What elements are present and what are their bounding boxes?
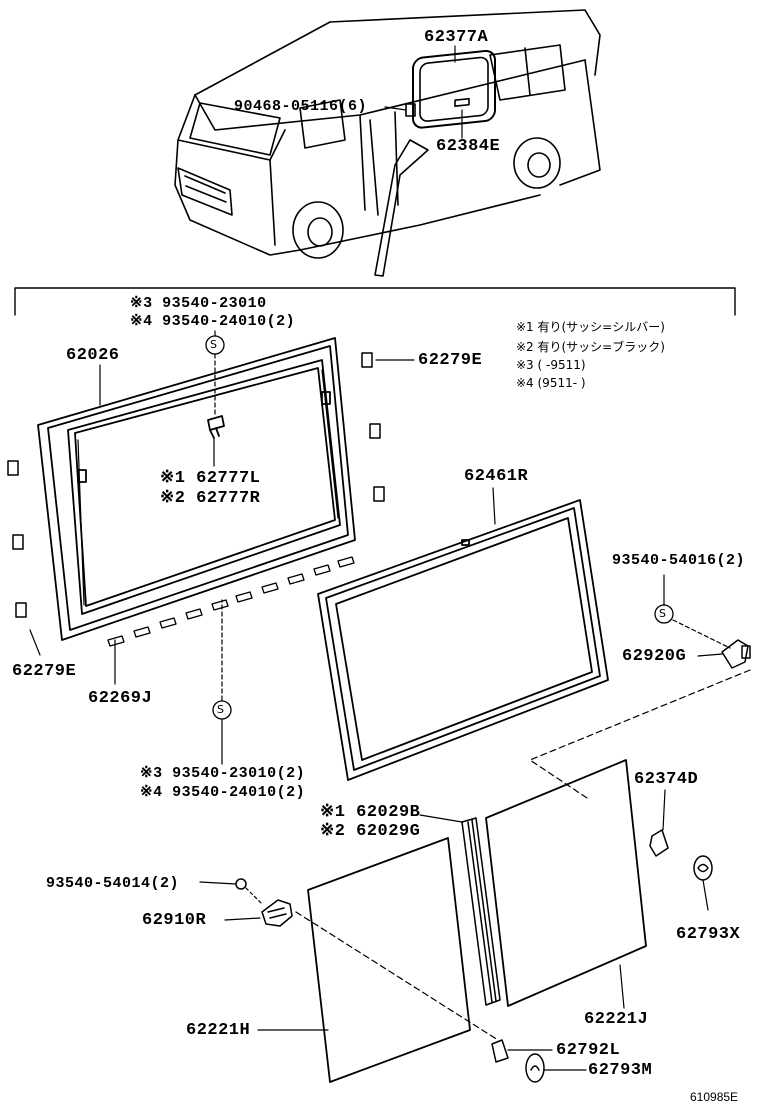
note-2: ※2 有り(サッシ=ブラック) (516, 340, 665, 354)
label-s1-62029B: ※1 62029B (320, 803, 421, 822)
label-93540-54014: 93540-54014(2) (46, 875, 180, 892)
label-s3-93540-23010-top: ※3 93540-23010 (130, 295, 267, 312)
van-leaders (384, 45, 463, 139)
label-s2-62777R: ※2 62777R (160, 489, 261, 508)
detail-bracket (14, 287, 736, 316)
leader-lines (29, 330, 751, 1071)
note-3: ※3 ( -9511) (516, 358, 586, 372)
callout-s-top: S (210, 338, 217, 351)
latch-62920G (721, 639, 751, 669)
label-62279E-top: 62279E (418, 351, 483, 370)
label-s4-93540-24010-bottom: ※4 93540-24010(2) (140, 784, 306, 801)
label-93540-54016: 93540-54016(2) (612, 552, 746, 569)
label-62910R: 62910R (142, 911, 207, 930)
pane-62221H (307, 837, 471, 1083)
label-62384E: 62384E (436, 137, 501, 156)
callout-s-bottom: S (217, 703, 224, 716)
callout-circles (205, 335, 674, 720)
label-62461R: 62461R (464, 467, 529, 486)
seal-62029 (461, 817, 501, 1006)
note-4: ※4 (9511- ) (516, 376, 586, 390)
label-62793M: 62793M (588, 1061, 653, 1080)
van-illustration (174, 9, 601, 277)
label-62374D: 62374D (634, 770, 699, 789)
label-62269J: 62269J (88, 689, 153, 708)
label-90468-05116: 90468-05116(6) (234, 98, 368, 115)
pane-62221J (485, 759, 647, 1007)
catalog-number: 610985E (690, 1090, 739, 1104)
window-glass-62461R (317, 499, 609, 781)
label-62920G: 62920G (622, 647, 687, 666)
window-frame-62026 (37, 337, 356, 641)
pads-small (491, 829, 713, 1083)
label-62793X: 62793X (676, 925, 741, 944)
spacer-pads-62269J (107, 556, 355, 647)
label-62279E-left: 62279E (12, 662, 77, 681)
label-s2-62029G: ※2 62029G (320, 822, 421, 841)
label-62221J: 62221J (584, 1010, 649, 1029)
label-s3-93540-23010-bottom: ※3 93540-23010(2) (140, 765, 306, 782)
label-s1-62777L: ※1 62777L (160, 469, 261, 488)
label-s4-93540-24010-top: ※4 93540-24010(2) (130, 313, 296, 330)
label-62221H: 62221H (186, 1021, 251, 1040)
clip-group-62279E (7, 352, 385, 618)
label-62026: 62026 (66, 346, 120, 365)
callout-s-right: S (659, 607, 666, 620)
note-1: ※1 有り(サッシ=シルバー) (516, 320, 665, 334)
label-62792L: 62792L (556, 1041, 621, 1060)
label-62377A: 62377A (424, 28, 489, 47)
